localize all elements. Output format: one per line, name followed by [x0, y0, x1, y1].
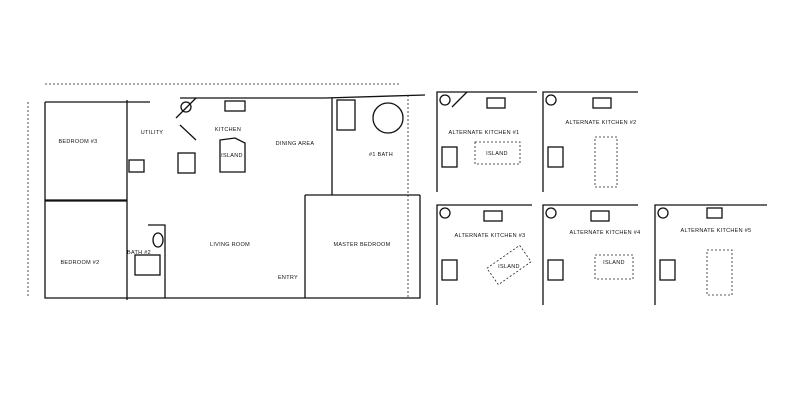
- alternate-kitchen-5: [654, 204, 767, 305]
- main-floor-plan: [27, 83, 426, 300]
- room-label-bath-2: BATH #2: [127, 250, 151, 256]
- alt-kitchen-4-label: ALTERNATE KITCHEN #4: [570, 230, 641, 236]
- room-label-island: ISLAND: [221, 153, 243, 159]
- alternate-kitchen-2: [542, 91, 638, 192]
- alt-kitchen-2-label: ALTERNATE KITCHEN #2: [566, 120, 637, 126]
- alt-kitchen-1-island: ISLAND: [486, 151, 508, 157]
- alt-kitchen-3-island: ISLAND: [498, 264, 520, 270]
- alt-kitchen-3-label: ALTERNATE KITCHEN #3: [455, 233, 526, 239]
- room-label-entry: ENTRY: [278, 275, 298, 281]
- alternate-kitchen-4: [542, 204, 638, 305]
- alt-kitchen-5-label: ALTERNATE KITCHEN #5: [681, 228, 752, 234]
- room-label-bath-1: #1 BATH: [369, 152, 393, 158]
- room-label-utility: UTILITY: [141, 130, 164, 136]
- alt-kitchen-4-island: ISLAND: [603, 260, 625, 266]
- alternate-kitchen-3: [436, 204, 532, 305]
- room-label-living-room: LIVING ROOM: [210, 242, 250, 248]
- room-label-bedroom-2: BEDROOM #2: [60, 260, 99, 266]
- room-label-master-bedroom: MASTER BEDROOM: [333, 242, 390, 248]
- room-label-dining-area: DINING AREA: [276, 141, 315, 147]
- room-label-kitchen: KITCHEN: [215, 127, 241, 133]
- alternate-kitchen-1: [436, 91, 537, 192]
- alt-kitchen-1-label: ALTERNATE KITCHEN #1: [449, 130, 520, 136]
- room-label-bedroom-3: BEDROOM #3: [58, 139, 97, 145]
